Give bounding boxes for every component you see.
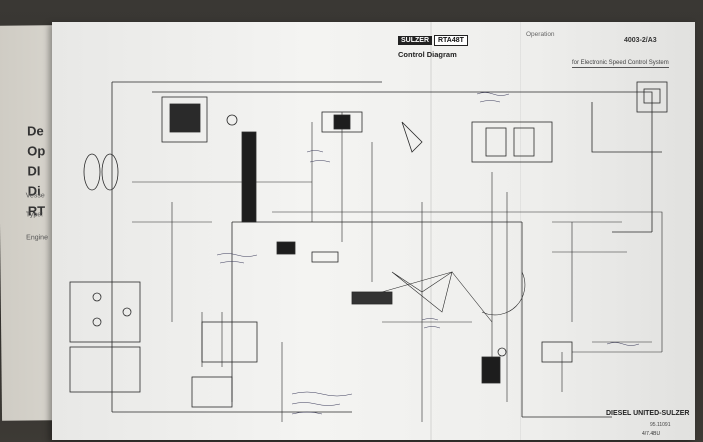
diagram-subtitle: for Electronic Speed Control System: [572, 60, 669, 68]
brand-logo: SULZER: [398, 36, 432, 45]
paper-fold: [430, 22, 432, 440]
operation-label: Operation: [526, 31, 555, 38]
document-number: 4003-2/A3: [624, 37, 657, 44]
manufacturer-name: DIESEL UNITED-SULZER: [606, 410, 690, 417]
cover-title-line: Op: [27, 143, 46, 159]
engine-model: RTA48T: [434, 35, 468, 46]
page-number: 4/7.4BU: [642, 431, 661, 437]
cover-title: De Op DI Di RT: [27, 121, 46, 221]
schematic-drawing: [69, 81, 668, 422]
cover-field-engine: Engine: [26, 234, 48, 242]
cover-title-line: De: [26, 123, 44, 139]
cover-field-type: Type:: [25, 211, 44, 219]
cover-title-line: DI: [27, 163, 41, 179]
diagram-title: Control Diagram: [398, 50, 457, 59]
cover-field-vessel: Vesse: [25, 192, 45, 200]
revision-number: 95.11091: [650, 422, 671, 428]
paper-fold: [520, 22, 521, 440]
